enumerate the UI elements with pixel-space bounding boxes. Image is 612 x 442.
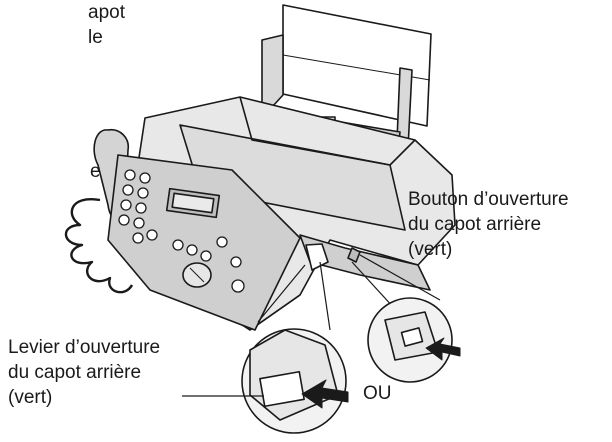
left-arrow-icon <box>301 379 349 409</box>
left-text-fragment-2: le <box>88 27 103 48</box>
paper-support <box>261 34 284 119</box>
or-label: OU <box>363 383 392 404</box>
rear-lever-label-line-2: du capot arrière <box>8 362 142 383</box>
control-panel <box>107 154 301 331</box>
rear-button-label-line-1: Bouton d’ouverture <box>408 189 569 210</box>
right-arrow-icon <box>425 337 461 361</box>
rear-lever-label-line-1: Levier d’ouverture <box>8 337 161 358</box>
handset-cord <box>64 198 134 294</box>
left-text-fragment-1: apot <box>88 2 125 23</box>
rear-button-label-line-2: du capot arrière <box>408 214 542 235</box>
rear-button-label-line-3: (vert) <box>408 239 453 260</box>
rear-lever-label-line-3: (vert) <box>8 387 53 408</box>
